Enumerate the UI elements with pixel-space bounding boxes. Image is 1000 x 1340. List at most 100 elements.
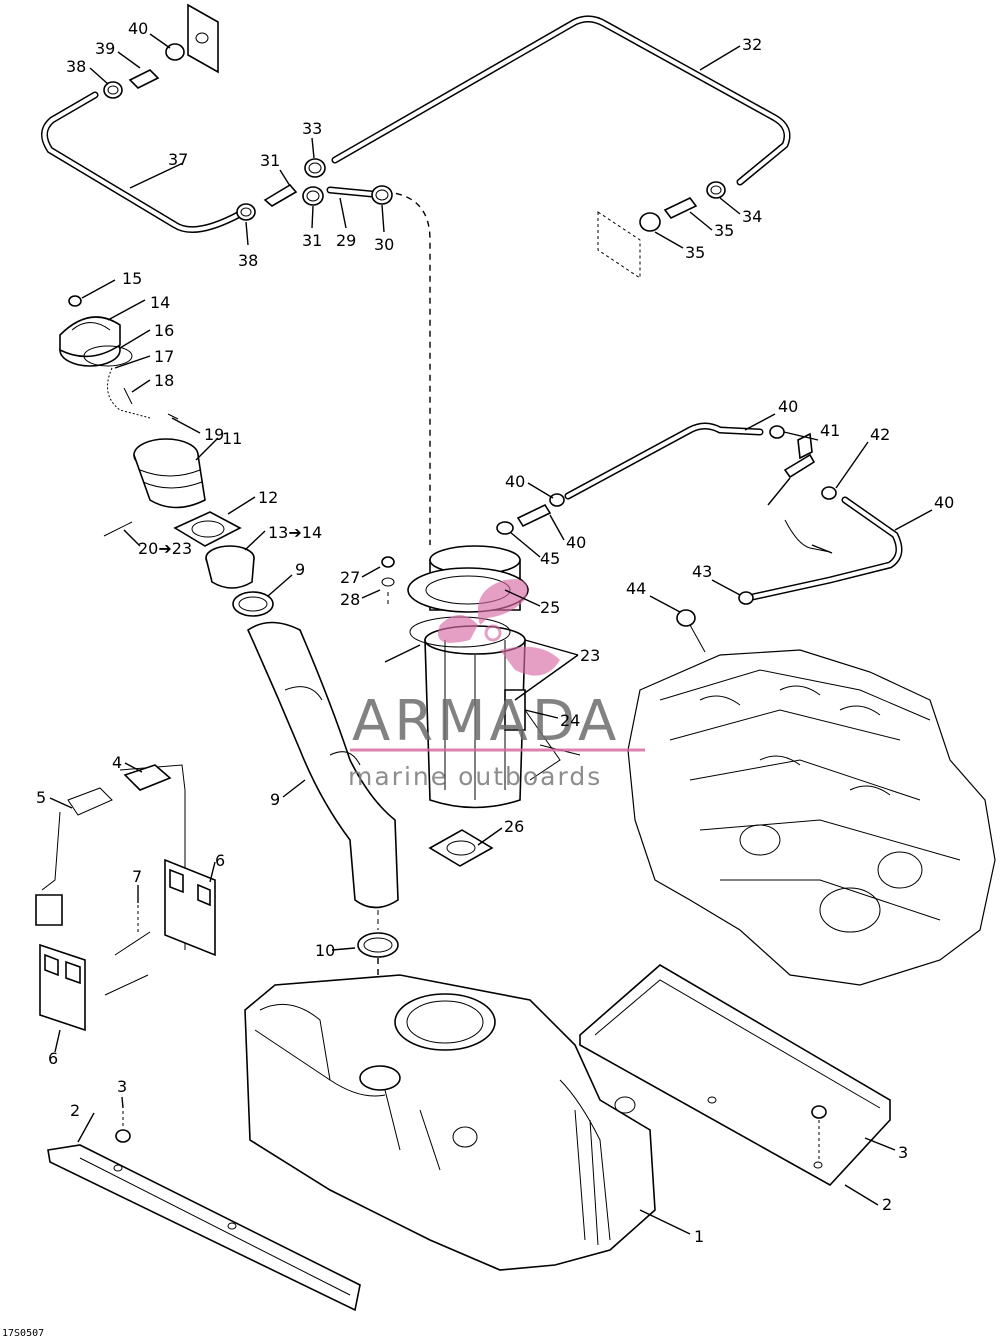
callout-26: 29 — [336, 231, 356, 250]
fitting-41 — [676, 609, 706, 653]
clamp-35-top — [103, 81, 123, 99]
callout-29: 31 — [260, 151, 280, 170]
callout-28: 31 — [302, 231, 322, 250]
bracket-plate-33 — [597, 211, 641, 279]
callout-39: 40 — [566, 533, 586, 552]
callout-6-right: 6 — [215, 851, 225, 870]
callout-18: 19 — [204, 425, 224, 444]
callout-5: 5 — [36, 788, 46, 807]
callout-17: 18 — [154, 371, 174, 390]
supply-line-38-lower — [744, 496, 903, 602]
bracket-6-right — [164, 858, 216, 957]
clamp-31-top — [304, 158, 326, 178]
callout-24: 27 — [340, 568, 360, 587]
callout-32: 35 — [714, 221, 734, 240]
plug-14 — [68, 295, 82, 307]
callout-22: 25 — [540, 598, 560, 617]
ring-nut-12 — [205, 545, 255, 589]
grommet-33 — [639, 212, 661, 232]
filler-neck-10 — [133, 438, 206, 509]
harness-5 — [35, 787, 113, 926]
fitting-36 — [128, 69, 160, 89]
clamp-40-d — [738, 591, 754, 605]
callout-31-top: 33 — [302, 119, 322, 138]
grommet-37 — [165, 43, 185, 61]
clamp-40-c — [821, 486, 837, 500]
callout-1: 1 — [694, 1227, 704, 1246]
watermark-title: ARMADA — [352, 689, 620, 754]
callout-21: 24 — [560, 711, 580, 730]
callout-3-right: 3 — [898, 1143, 908, 1162]
callout-4: 4 — [112, 753, 122, 772]
screw-3-right — [811, 1105, 827, 1160]
callout-8: 9 — [270, 790, 280, 809]
callout-labels: 40 39 38 37 38 31 33 31 29 30 32 34 35 3… — [2, 19, 954, 1339]
watermark: ARMADA marine outboards — [348, 579, 645, 791]
screw-7 — [104, 905, 151, 996]
callout-23: 26 — [504, 817, 524, 836]
clamp-9-bottom — [357, 932, 399, 958]
engine-block — [627, 649, 996, 986]
callout-33: 35 — [685, 243, 705, 262]
filter-23 — [428, 829, 494, 867]
connector-42 — [496, 521, 514, 535]
supply-line-38-upper — [564, 422, 764, 500]
callout-13-14: 14 — [150, 293, 170, 312]
clip-44 — [784, 519, 831, 553]
clamp-35-bottom — [236, 203, 256, 221]
callout-3-left: 3 — [117, 1077, 127, 1096]
fitting-39 — [516, 503, 552, 528]
screw-17 — [123, 387, 133, 405]
watermark-subtitle: marine outboards — [348, 762, 602, 791]
hose-26 — [326, 186, 376, 198]
support-rail-2-left — [47, 1144, 361, 1312]
callout-9-top: 9 — [295, 560, 305, 579]
tether-16 — [107, 367, 151, 419]
callout-12: 13➔14 — [268, 523, 322, 542]
callout-16: 17 — [154, 347, 174, 366]
callout-41: 44 — [626, 579, 646, 598]
filler-hose-8 — [246, 621, 399, 909]
gasket-11 — [173, 511, 242, 547]
callout-40-b: 41 — [820, 421, 840, 440]
callout-40-a: 40 — [505, 472, 525, 491]
callout-9-bottom: 10 — [315, 941, 335, 960]
o-ring-15 — [83, 345, 133, 367]
callout-38-right: 40 — [934, 493, 954, 512]
callout-20-23: 23 — [580, 646, 600, 665]
valve-43 — [783, 432, 816, 479]
drawing-reference-code: 17S0507 — [2, 1328, 44, 1339]
screw-19 — [103, 521, 133, 537]
screw-3-left — [115, 1105, 131, 1143]
callout-11: 12 — [258, 488, 278, 507]
clamp-40-a — [549, 493, 565, 507]
clamp-27 — [371, 185, 393, 205]
callout-35-bottom: 38 — [238, 251, 258, 270]
fitting-32 — [663, 196, 698, 220]
callout-19: 20➔23 — [138, 539, 192, 558]
callout-40-c: 42 — [870, 425, 890, 444]
callout-2-left: 2 — [70, 1101, 80, 1120]
clamp-40-b — [769, 425, 785, 439]
callout-2-right: 2 — [882, 1195, 892, 1214]
leader-lines — [49, 33, 933, 1235]
watermark-logo — [438, 579, 560, 676]
clamp-28 — [302, 186, 324, 206]
callout-42: 45 — [540, 549, 560, 568]
support-rail-2-right — [579, 964, 891, 1187]
bracket-6-left — [39, 943, 86, 1032]
clamp-31-right — [706, 181, 726, 199]
callout-36: 39 — [95, 39, 115, 58]
vent-line-30 — [331, 15, 791, 186]
callout-25: 28 — [340, 590, 360, 609]
callout-10: 11 — [222, 429, 242, 448]
callout-7: 7 — [132, 867, 142, 886]
fuel-cap-13 — [59, 316, 121, 367]
callout-30: 32 — [742, 35, 762, 54]
callout-37: 40 — [128, 19, 148, 38]
callout-35-top: 38 — [66, 57, 86, 76]
bracket-plate-37 — [187, 3, 219, 74]
vent-line-34 — [41, 91, 244, 234]
nut-24 — [381, 556, 395, 568]
